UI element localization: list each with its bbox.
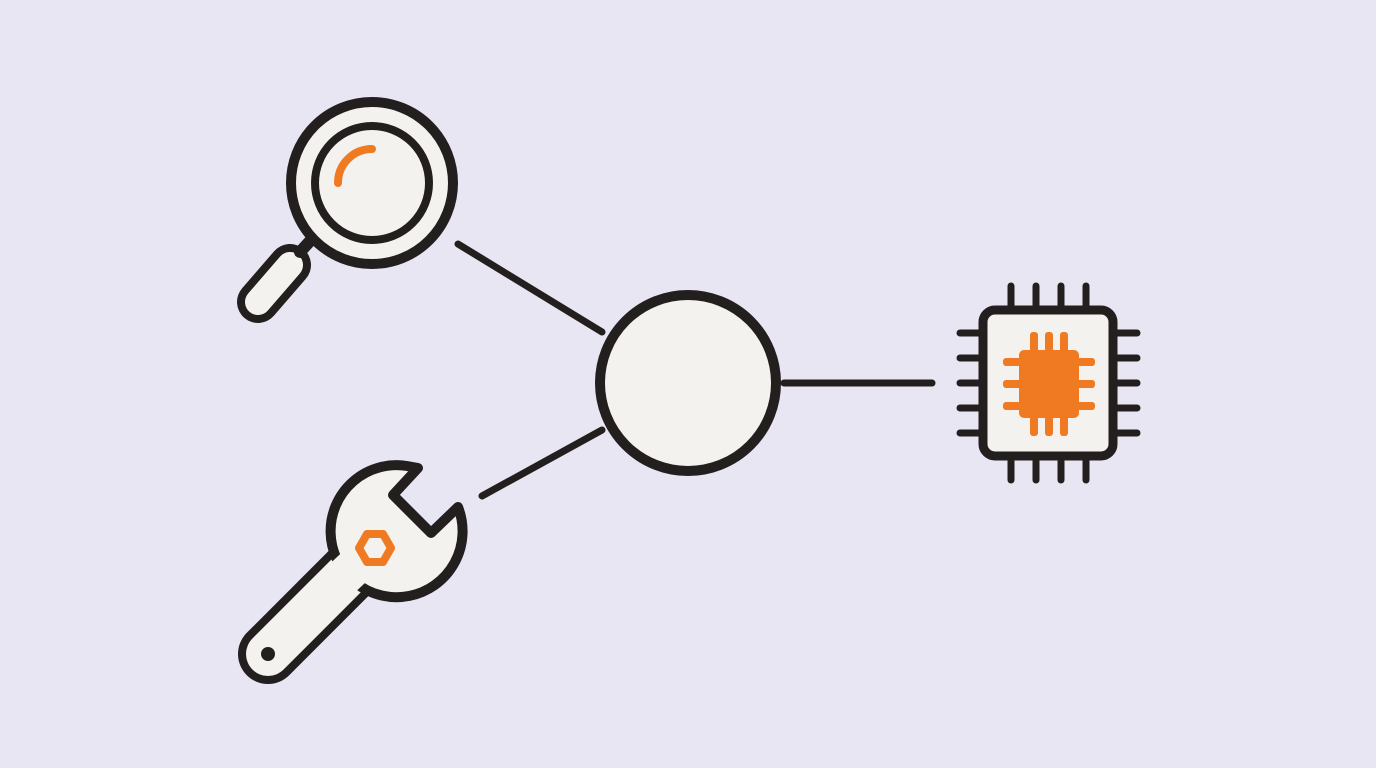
microchip-icon bbox=[956, 282, 1141, 484]
wrench-hex-nut bbox=[355, 530, 395, 566]
chip-core bbox=[1003, 332, 1095, 436]
magnifier-glare bbox=[334, 145, 376, 187]
magnifying-glass-icon bbox=[237, 97, 458, 323]
wrench-handle-hole bbox=[261, 647, 275, 661]
hub-circle-icon bbox=[595, 290, 781, 476]
wrench-icon bbox=[238, 460, 468, 684]
edge-search-to-hub bbox=[454, 240, 606, 336]
edge-tool-to-hub bbox=[478, 426, 606, 500]
magnifier-handle-fill bbox=[245, 252, 303, 315]
magnifier-lens bbox=[311, 122, 433, 244]
chip-pins bbox=[956, 282, 1141, 484]
connectors bbox=[454, 240, 936, 500]
